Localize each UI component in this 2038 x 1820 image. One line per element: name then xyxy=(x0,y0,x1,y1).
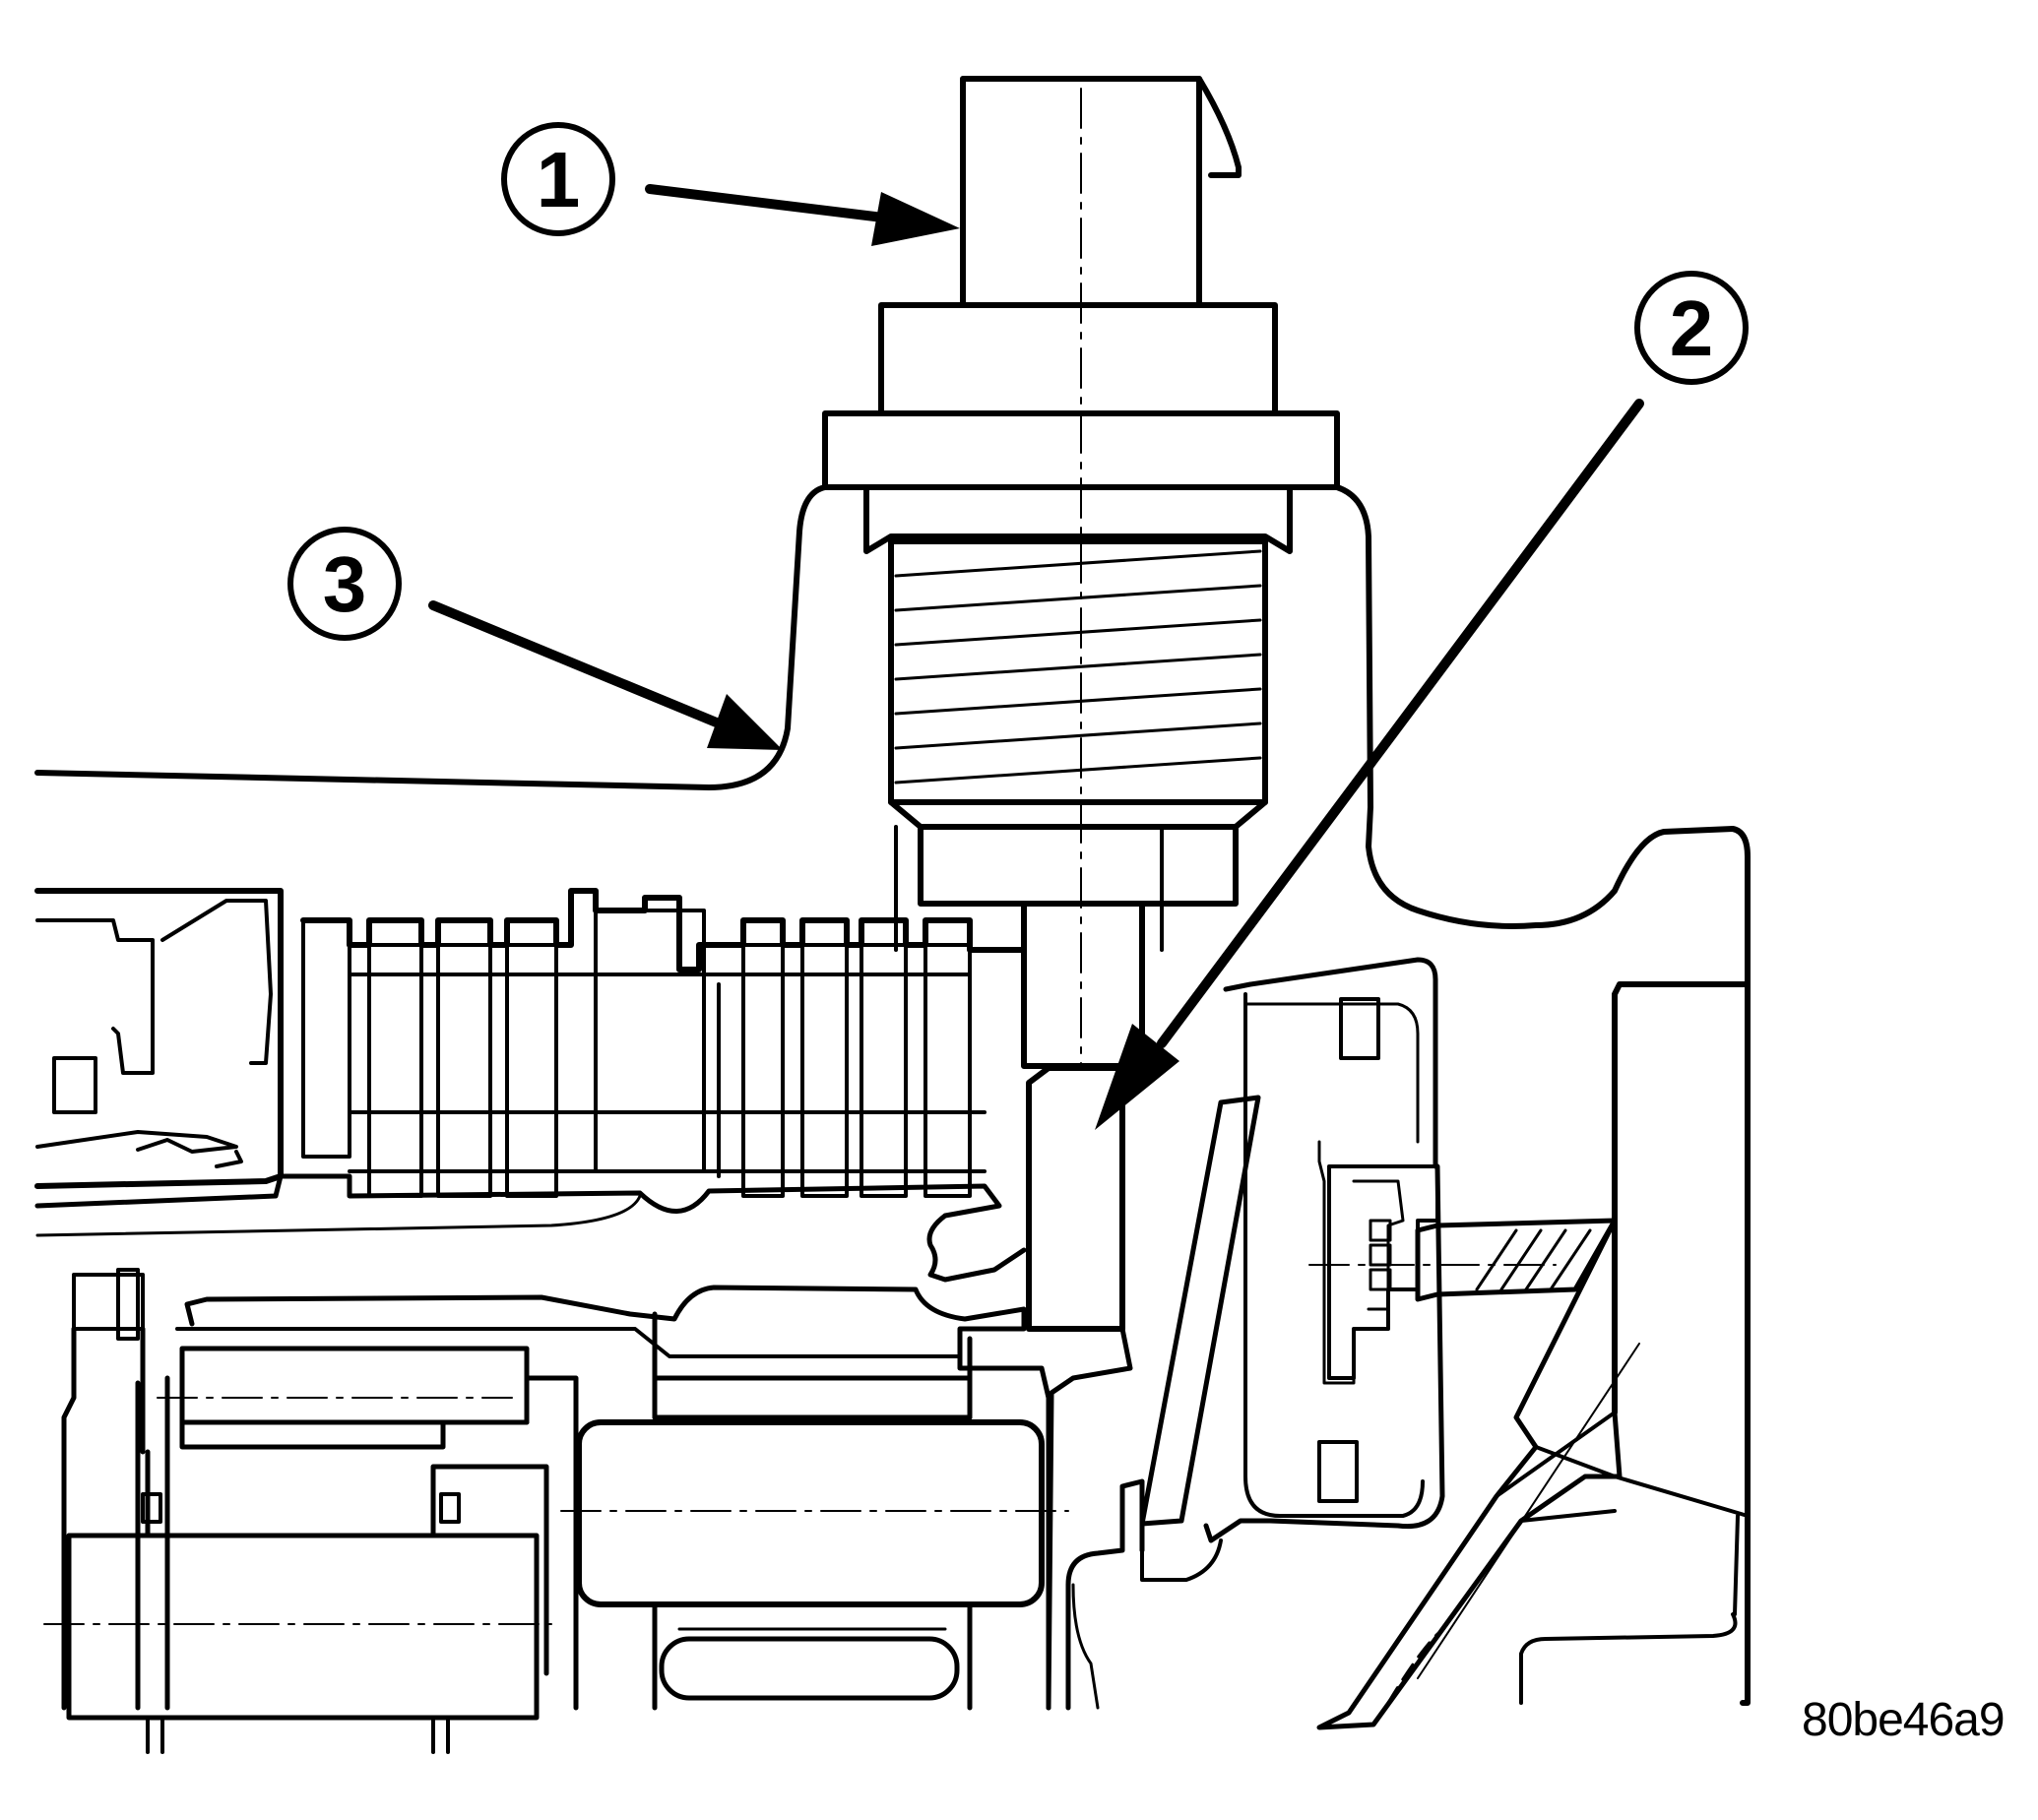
sensor-thread-housing xyxy=(863,484,1293,554)
callout-3-circle xyxy=(287,527,402,641)
callout-3: 3 xyxy=(287,527,402,641)
clutch-piston xyxy=(34,1173,1027,1283)
leader-arrows xyxy=(428,184,1644,1048)
fluid-passage xyxy=(1316,1218,1623,1730)
arrow-3-head xyxy=(707,694,783,750)
hub-race xyxy=(179,1346,530,1425)
sensor-assembly xyxy=(822,76,1340,1069)
bolt xyxy=(1415,1218,1618,1302)
shaft-profile xyxy=(184,1285,1051,1711)
planet-pinion xyxy=(576,1419,1045,1607)
arrow-3-shaft xyxy=(428,600,724,728)
ring-gear xyxy=(66,1533,540,1721)
case-right-contour xyxy=(1366,804,1751,1415)
sensor-threads xyxy=(888,538,1268,805)
callout-1: 1 xyxy=(501,122,615,236)
clutch-pack xyxy=(34,888,1027,1283)
arrow-heads xyxy=(707,192,1179,1130)
case-outer-wall xyxy=(34,484,828,790)
sensor-tip xyxy=(1021,901,1145,1069)
arrow-1-shaft xyxy=(645,184,896,223)
arrow-1-head xyxy=(871,192,960,246)
clutch-plates xyxy=(348,909,987,1198)
callout-3-label: 3 xyxy=(323,540,367,628)
transmission-case xyxy=(34,484,1751,1706)
clutch-plates-teeth xyxy=(300,888,1027,973)
hub-and-bearings xyxy=(43,1268,1051,1754)
connector-clip xyxy=(1196,76,1242,178)
reaction-plate xyxy=(1046,1326,1133,1711)
speed-sensor-target xyxy=(1026,957,1445,1711)
valve-body xyxy=(1308,1164,1750,1730)
callout-2-circle xyxy=(1634,271,1749,385)
sensor-target-tab xyxy=(1026,1065,1125,1332)
callout-2-label: 2 xyxy=(1670,284,1714,372)
callout-1-circle xyxy=(501,122,615,236)
sensor-neck xyxy=(918,824,1239,907)
snap-ring xyxy=(1139,1095,1261,1527)
valve-pocket xyxy=(1327,1164,1439,1380)
callout-2: 2 xyxy=(1634,271,1749,385)
needle-bearing xyxy=(659,1636,960,1701)
arrow-2-shaft xyxy=(1157,399,1644,1048)
bearing-retainer xyxy=(135,1375,170,1711)
thread-lines xyxy=(894,549,1262,784)
figure-id-label: 80be46a9 xyxy=(1802,1694,2006,1746)
arrow-2-head xyxy=(1095,1024,1179,1130)
sensor-upper-body xyxy=(878,302,1278,416)
planetary-gear xyxy=(560,1311,1069,1711)
bolt-threads xyxy=(1475,1228,1592,1291)
callout-1-label: 1 xyxy=(537,136,581,223)
